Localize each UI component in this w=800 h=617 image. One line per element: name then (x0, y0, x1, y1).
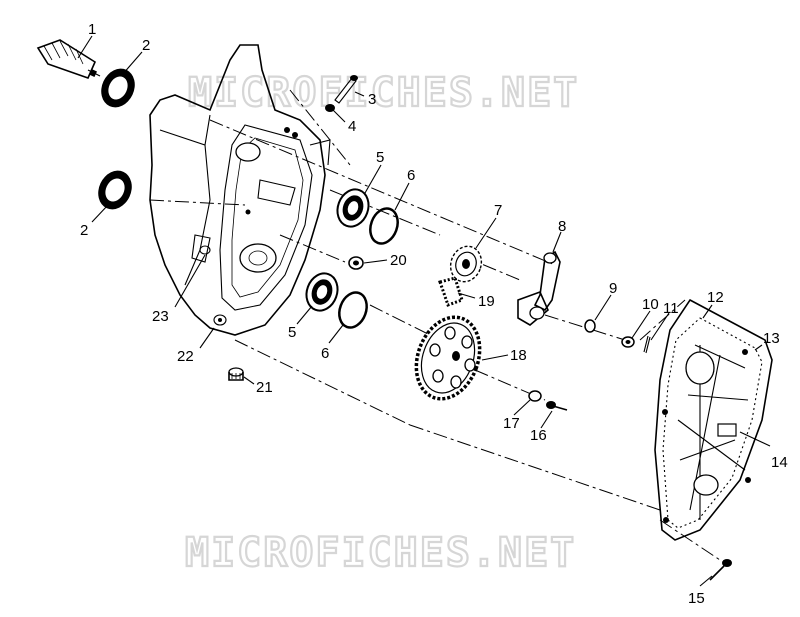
callout-13: 13 (763, 330, 780, 347)
callout-15: 15 (688, 590, 705, 607)
input-shaft (36, 39, 101, 80)
callout-1: 1 (88, 21, 96, 38)
leader-lines (77, 35, 771, 587)
callout-6-lower: 6 (321, 345, 329, 362)
callout-labels: 1 2 2 3 4 5 6 7 8 20 19 5 6 9 10 11 12 1… (80, 21, 788, 607)
callout-21: 21 (256, 379, 273, 396)
callout-9: 9 (609, 280, 617, 297)
seal-upper (101, 68, 135, 108)
callout-2-upper: 2 (142, 37, 150, 54)
washer-9 (584, 319, 596, 333)
callout-6-upper: 6 (407, 167, 415, 184)
cover-label-14 (717, 423, 737, 437)
plug-21 (228, 367, 244, 381)
callout-4: 4 (348, 118, 356, 135)
callout-11: 11 (663, 300, 679, 317)
cotter-pin-11 (643, 335, 651, 354)
seal-lower (98, 170, 132, 210)
sprocket-large (414, 315, 482, 401)
washer-4 (325, 104, 335, 112)
callout-22: 22 (177, 348, 194, 365)
watermark-bottom: MICROFICHES.NET (185, 530, 576, 576)
callout-14: 14 (771, 454, 788, 471)
chain-19 (438, 276, 464, 307)
bolt-15 (709, 559, 732, 581)
bolt-3 (334, 75, 358, 104)
bolt-16 (546, 401, 568, 411)
callout-17: 17 (503, 415, 520, 432)
nut-10 (621, 336, 635, 348)
callout-7: 7 (494, 202, 502, 219)
callout-16: 16 (530, 427, 547, 444)
watermark-top: MICROFICHES.NET (188, 70, 579, 116)
sprocket-small (449, 245, 483, 283)
callout-12: 12 (707, 289, 724, 306)
nut-20 (348, 256, 364, 270)
callout-19: 19 (478, 293, 495, 310)
callout-23: 23 (152, 308, 169, 325)
tensioner-arm (517, 250, 561, 326)
washer-17 (528, 390, 542, 402)
callout-5-upper: 5 (376, 149, 384, 166)
oring-lower (338, 291, 368, 329)
bearing-lower (305, 272, 339, 312)
callout-2-lower: 2 (80, 222, 88, 239)
callout-3: 3 (368, 91, 376, 108)
chaincase-housing (149, 44, 331, 336)
callout-5-lower: 5 (288, 324, 296, 341)
callout-8: 8 (558, 218, 566, 235)
callout-20: 20 (390, 252, 407, 269)
callout-10: 10 (642, 296, 659, 313)
bearing-upper (336, 188, 370, 228)
oring-upper (369, 207, 399, 245)
callout-18: 18 (510, 347, 527, 364)
chaincase-cover (654, 298, 773, 541)
